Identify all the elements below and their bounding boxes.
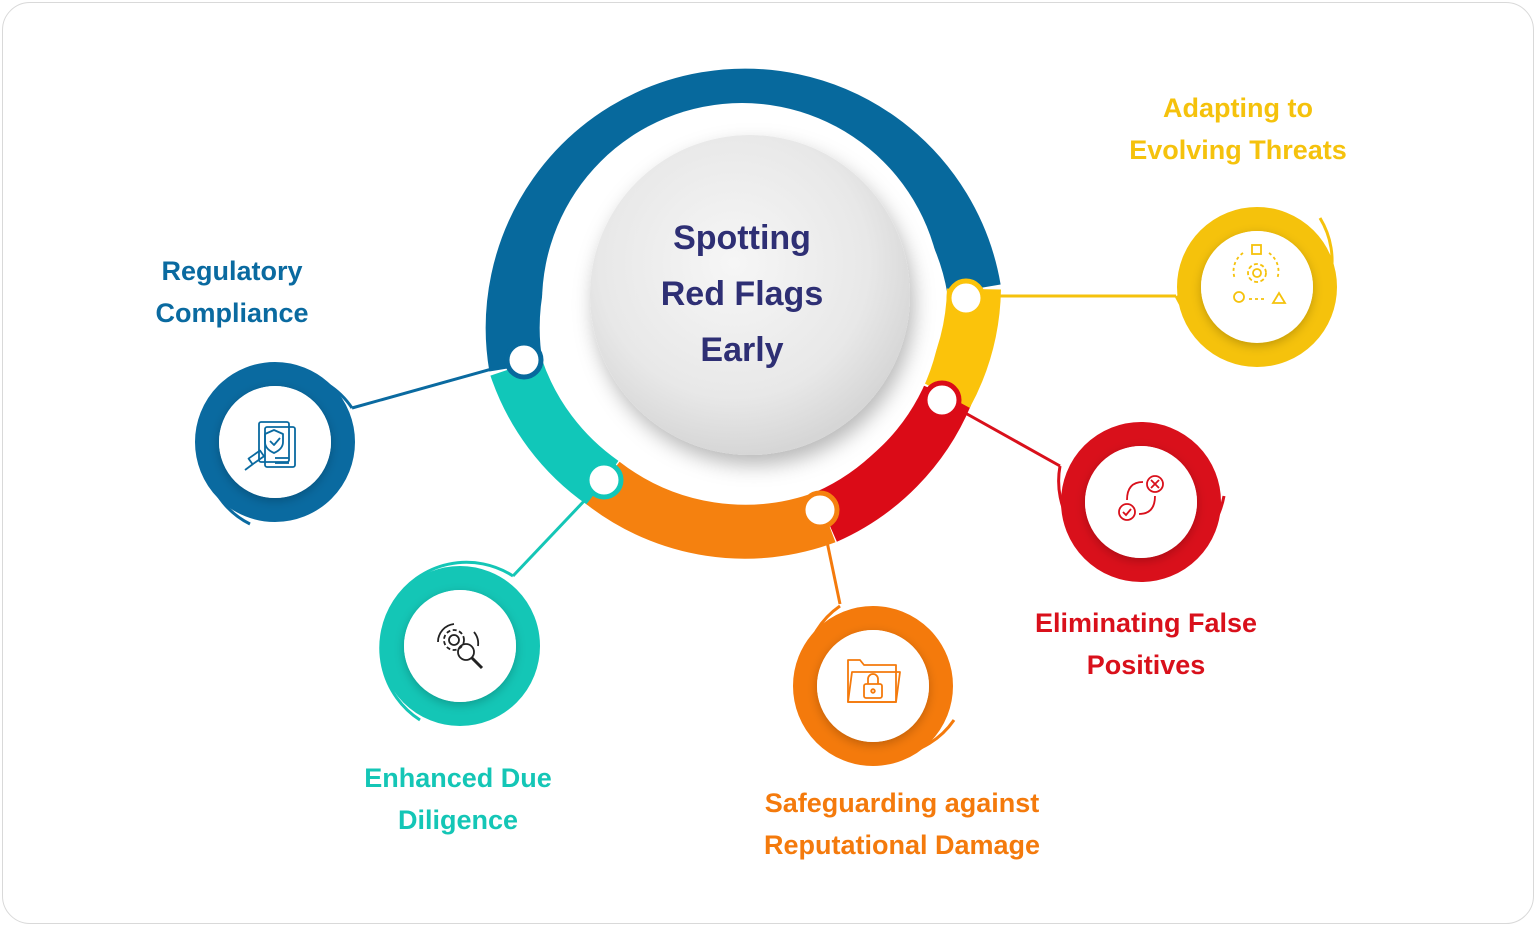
label-threats-line-1: Adapting to — [1163, 93, 1313, 123]
ring-segment-blue — [485, 68, 1001, 372]
locked-folder-icon — [847, 659, 901, 703]
label-false-positives-line-2: Positives — [1086, 650, 1206, 680]
ring-segment-orange — [586, 461, 836, 559]
label-regulatory-line-2: Compliance — [155, 298, 309, 328]
satellite-false-positives — [1057, 422, 1226, 582]
node-dot-threats — [946, 278, 986, 318]
label-regulatory-compliance: Regulatory Compliance — [112, 250, 352, 334]
label-threats-line-2: Evolving Threats — [1129, 135, 1347, 165]
center-title-line-2: Red Flags — [660, 275, 824, 313]
satellite-due-diligence — [379, 560, 540, 726]
node-dot-due-diligence — [584, 460, 624, 500]
center-title-line-1: Spotting — [673, 219, 811, 257]
center-title: Spotting Red Flags Early — [592, 210, 892, 378]
node-dot-false-positives — [922, 380, 962, 420]
label-enhanced-due-diligence: Enhanced Due Diligence — [318, 757, 598, 841]
center-title-line-3: Early — [700, 331, 784, 369]
label-evolving-threats: Adapting to Evolving Threats — [1098, 87, 1378, 171]
label-due-diligence-line-2: Diligence — [397, 805, 519, 835]
label-false-positives-line-1: Eliminating False — [1034, 608, 1258, 638]
label-reputational-line-1: Safeguarding against — [764, 788, 1040, 818]
satellite-regulatory — [195, 362, 355, 526]
node-dot-regulatory — [504, 340, 544, 380]
label-due-diligence-line-1: Enhanced Due — [364, 763, 552, 793]
satellite-threats — [1174, 207, 1337, 367]
label-reputational-damage: Safeguarding against Reputational Damage — [732, 782, 1072, 866]
check-cross-cycle-icon — [1118, 475, 1164, 521]
center-disc — [590, 135, 910, 455]
ring-nodes — [504, 278, 986, 530]
satellite-reputational — [793, 604, 956, 766]
gear-magnifier-icon — [437, 623, 484, 670]
node-dot-reputational — [800, 490, 840, 530]
compliance-document-shield-icon — [244, 421, 296, 471]
adaptive-shapes-gear-icon — [1232, 244, 1287, 304]
label-reputational-line-2: Reputational Damage — [763, 830, 1041, 860]
label-false-positives: Eliminating False Positives — [1006, 602, 1286, 686]
label-regulatory-line-1: Regulatory — [161, 256, 303, 286]
